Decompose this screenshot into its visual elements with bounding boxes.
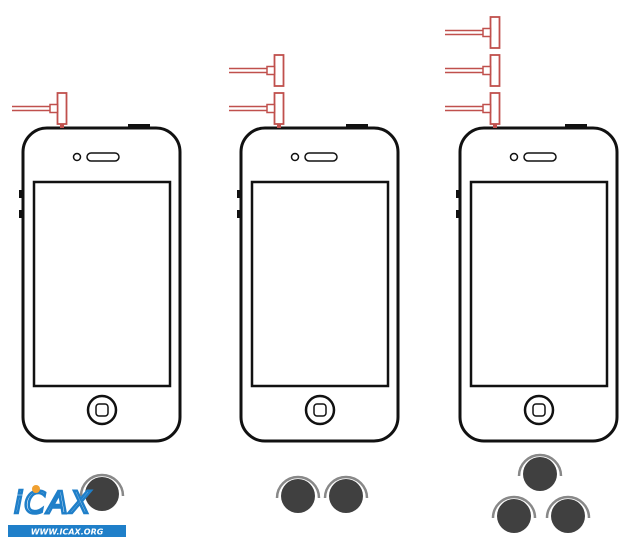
- ear-cup: [497, 499, 531, 533]
- splitter-adapter: [445, 92, 501, 125]
- ear-cup: [85, 477, 119, 511]
- splitter-adapter: [445, 54, 501, 87]
- splitter-stub: [266, 103, 276, 114]
- volume-button: [456, 210, 460, 218]
- splitter-stub: [482, 65, 492, 76]
- splitter-stub: [482, 27, 492, 38]
- phone-screen: [469, 180, 609, 388]
- splitter-body: [273, 92, 285, 125]
- headphone-icon: [517, 453, 563, 491]
- headband-arc: [517, 453, 563, 477]
- speaker-grille: [304, 152, 338, 162]
- camera-icon: [72, 152, 82, 162]
- home-button-square: [313, 403, 327, 417]
- home-button: [523, 394, 555, 426]
- headphone-icon: [491, 495, 537, 533]
- home-button: [304, 394, 336, 426]
- splitter-stub: [49, 103, 59, 114]
- headphone-icon: [79, 473, 125, 511]
- splitter-body: [273, 54, 285, 87]
- headband-arc: [491, 495, 537, 519]
- splitter-body: [489, 16, 501, 49]
- home-button-square: [95, 403, 109, 417]
- headphone-icon: [323, 475, 369, 513]
- headphone-icon: [545, 495, 591, 533]
- ear-cup: [551, 499, 585, 533]
- splitter-stub: [266, 65, 276, 76]
- sleep-button: [346, 124, 368, 128]
- ear-cup: [523, 457, 557, 491]
- headphone-icon: [275, 475, 321, 513]
- splitter-adapter: [445, 16, 501, 49]
- sleep-button: [128, 124, 150, 128]
- volume-button: [19, 190, 23, 198]
- sleep-button: [565, 124, 587, 128]
- splitter-body: [489, 92, 501, 125]
- phone-screen: [32, 180, 172, 388]
- ear-cup: [329, 479, 363, 513]
- camera-icon: [509, 152, 519, 162]
- logo-url: WWW.ICAX.ORG: [31, 528, 104, 537]
- audio-jack-plug: [277, 124, 281, 128]
- volume-button: [237, 190, 241, 198]
- headband-arc: [79, 473, 125, 497]
- ear-cup: [281, 479, 315, 513]
- splitter-adapter: [12, 92, 68, 125]
- headband-arc: [545, 495, 591, 519]
- volume-button: [237, 210, 241, 218]
- headband-arc: [275, 475, 321, 499]
- logo-banner: [8, 525, 126, 537]
- phone-group: [229, 54, 400, 443]
- icax-logo: iCAX WWW.ICAX.ORG: [8, 485, 126, 537]
- home-button: [86, 394, 118, 426]
- splitter-adapter: [229, 54, 285, 87]
- logo-dot: [32, 485, 40, 493]
- phone-group: [12, 92, 182, 443]
- splitter-adapter: [229, 92, 285, 125]
- camera-icon: [290, 152, 300, 162]
- audio-jack-plug: [493, 124, 497, 128]
- audio-jack-plug: [60, 124, 64, 128]
- volume-button: [456, 190, 460, 198]
- speaker-grille: [523, 152, 557, 162]
- splitter-body: [56, 92, 68, 125]
- phone-group: [445, 16, 619, 443]
- splitter-stub: [482, 103, 492, 114]
- volume-button: [19, 210, 23, 218]
- splitter-body: [489, 54, 501, 87]
- logo-brand: iCAX: [14, 486, 92, 521]
- speaker-grille: [86, 152, 120, 162]
- home-button-square: [532, 403, 546, 417]
- headband-arc: [323, 475, 369, 499]
- phone-screen: [250, 180, 390, 388]
